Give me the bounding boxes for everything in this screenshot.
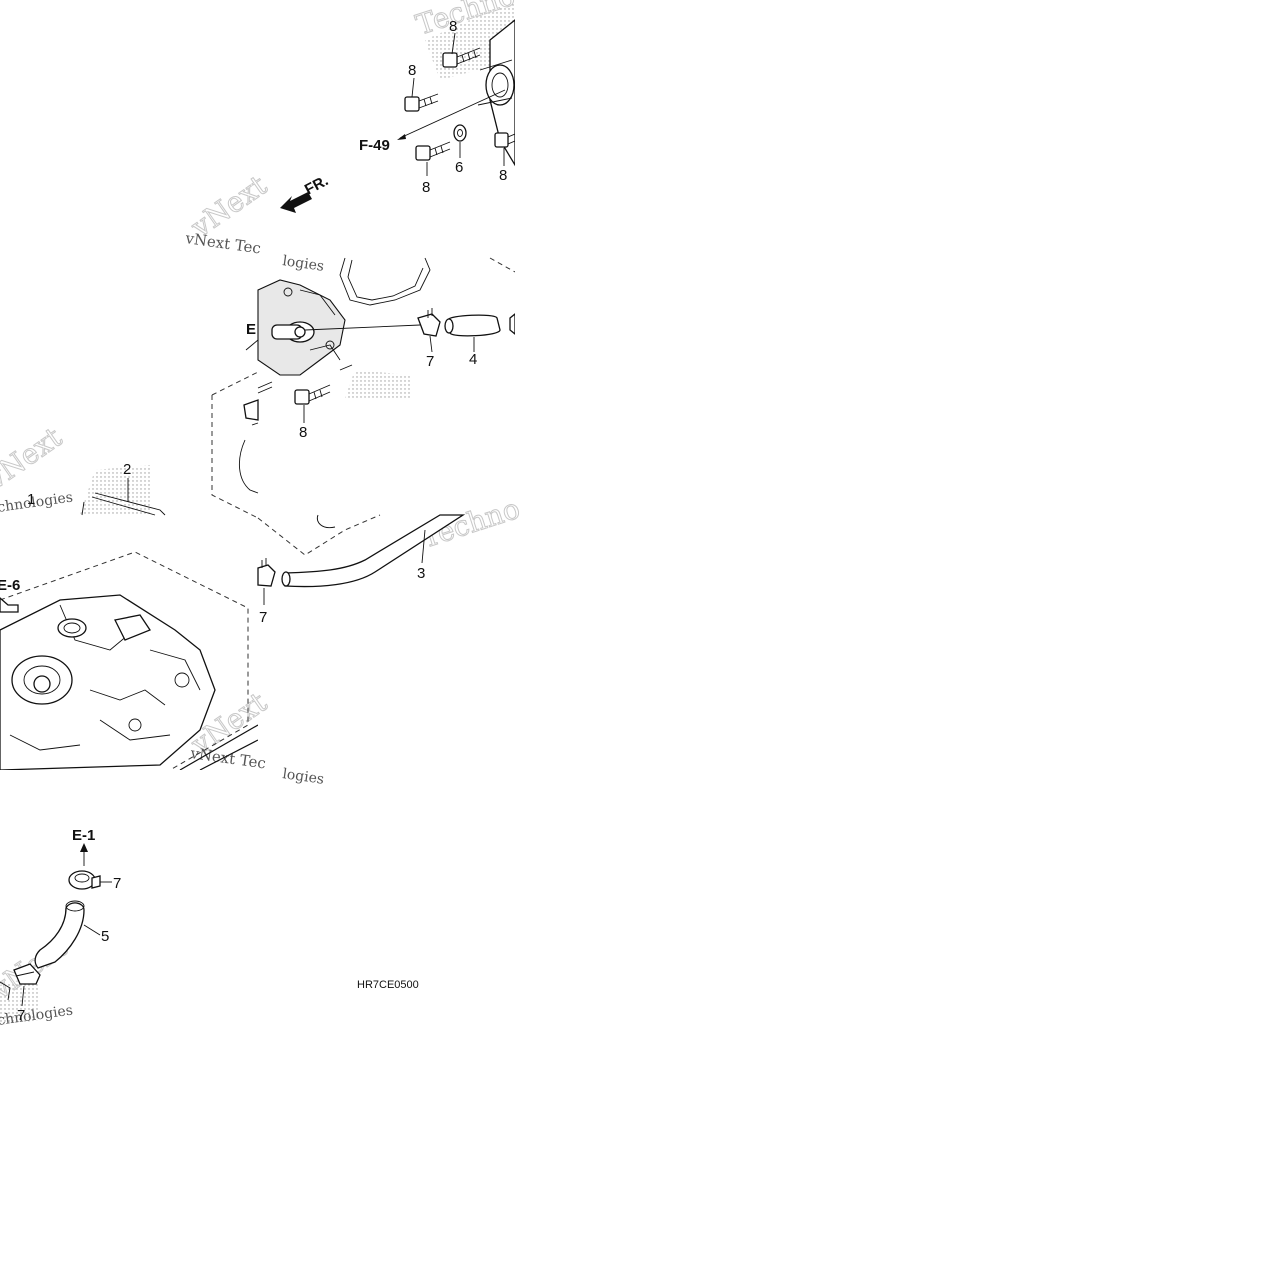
hose-4-icon [444, 314, 501, 337]
bolt-lower-icon [415, 141, 451, 161]
ref-e-partial: E [246, 321, 256, 338]
callout-7-mid: 7 [426, 353, 434, 370]
callout-8-left: 8 [408, 62, 416, 79]
watermark-left-brand: vNext [0, 420, 68, 496]
e6-arrow-icon [0, 597, 19, 613]
callout-4: 4 [469, 351, 477, 368]
clamp-bottom-icon [13, 963, 41, 1007]
middle-section [257, 257, 515, 423]
clamp-icon [417, 308, 441, 337]
bolt-mid-icon [294, 384, 331, 405]
washer-icon [453, 124, 467, 142]
watermark-left-text: chnologies [0, 490, 74, 516]
left-section [0, 551, 258, 770]
callout-7-bottom-lower: 7 [17, 1007, 25, 1024]
diagram-code: HR7CE0500 [357, 979, 419, 991]
callout-8-mid: 8 [299, 424, 307, 441]
watermark-lower-logies: logies [281, 766, 325, 788]
bolt-left-icon [404, 93, 439, 112]
middle-left-fragment: E [211, 321, 259, 519]
gasket-fragment [81, 478, 166, 516]
ref-e6-partial: E-6 [0, 577, 20, 594]
front-arrow: FR. [280, 172, 331, 213]
hose-3-group [257, 514, 466, 605]
clamp-upper-icon [68, 870, 112, 890]
callout-1: 1 [27, 491, 35, 508]
bottom-section [0, 843, 112, 1007]
watermark-mid-logies: logies [281, 253, 325, 275]
top-section [397, 19, 515, 176]
callout-8-lower: 8 [422, 179, 430, 196]
bolt-right-icon [494, 132, 515, 148]
callout-3: 3 [417, 565, 425, 582]
watermark-mid-text: vNext Tec [183, 229, 262, 258]
callout-7-bottom-upper: 7 [113, 875, 121, 892]
bolt-top-icon [442, 47, 481, 68]
ref-f49: F-49 [359, 137, 390, 154]
hose-5-icon [34, 900, 101, 969]
callout-6: 6 [455, 159, 463, 176]
callout-8-top: 8 [449, 18, 457, 35]
clamp-lower-icon [257, 558, 276, 605]
ref-e1: E-1 [72, 827, 95, 844]
callout-5: 5 [101, 928, 109, 945]
callout-8-right: 8 [499, 167, 507, 184]
callout-2: 2 [123, 461, 131, 478]
callout-7-lower: 7 [259, 609, 267, 626]
